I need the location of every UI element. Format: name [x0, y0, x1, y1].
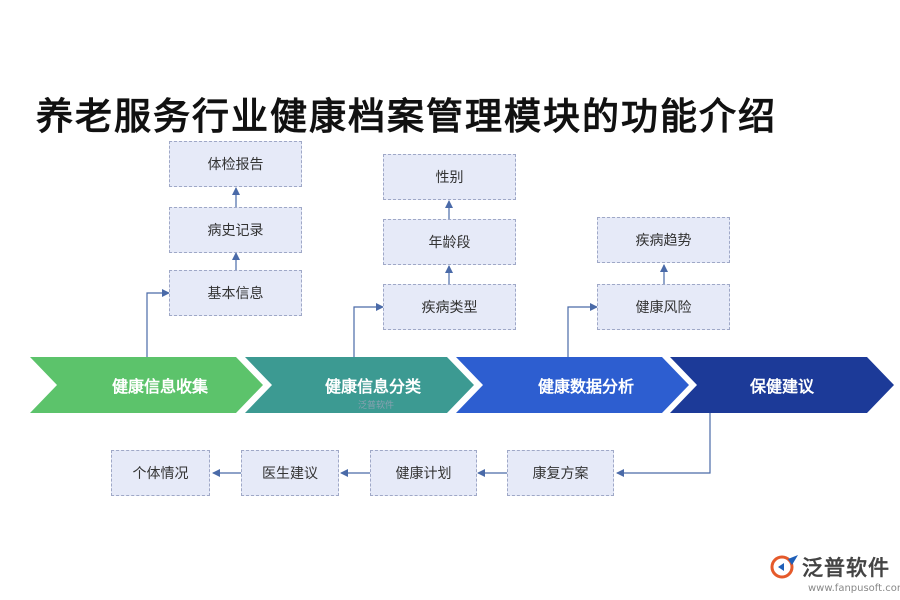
box-disease-trend: 疾病趋势: [597, 217, 730, 263]
box-health-risk: 健康风险: [597, 284, 730, 330]
box-gender: 性别: [383, 154, 516, 200]
box-health-plan: 健康计划: [370, 450, 477, 496]
stage-chevron-classify: [245, 357, 474, 413]
brand-logo: 泛普软件 www.fanpusoft.com: [770, 552, 900, 594]
box-basic-info: 基本信息: [169, 270, 302, 316]
stage-label-classify: 健康信息分类: [324, 377, 421, 396]
box-disease-type: 疾病类型: [383, 284, 516, 330]
stage-chevron-analyze: [456, 357, 689, 413]
box-rehab-plan: 康复方案: [507, 450, 614, 496]
box-doctor-advice: 医生建议: [241, 450, 339, 496]
stage-chevron-advice: [670, 357, 894, 413]
connector-advice-rehab: [616, 413, 711, 477]
stage-label-advice: 保健建议: [749, 377, 814, 396]
connector-collect-basic: [146, 289, 170, 357]
stage-chevron-collect: [30, 357, 263, 413]
logo-url: www.fanpusoft.com: [808, 583, 900, 594]
connector-classify-type: [353, 303, 384, 357]
stage-label-collect: 健康信息收集: [111, 377, 208, 396]
box-medical-history: 病史记录: [169, 207, 302, 253]
connector-analyze-risk: [567, 303, 598, 357]
logo-name: 泛普软件: [802, 556, 890, 580]
box-age-group: 年龄段: [383, 219, 516, 265]
fanpu-logo-icon: [770, 555, 798, 579]
box-exam-report: 体检报告: [169, 141, 302, 187]
page-title: 养老服务行业健康档案管理模块的功能介绍: [36, 95, 777, 138]
center-watermark: 泛普软件: [358, 401, 395, 411]
stage-label-analyze: 健康数据分析: [537, 377, 634, 396]
box-individual-condition: 个体情况: [111, 450, 210, 496]
